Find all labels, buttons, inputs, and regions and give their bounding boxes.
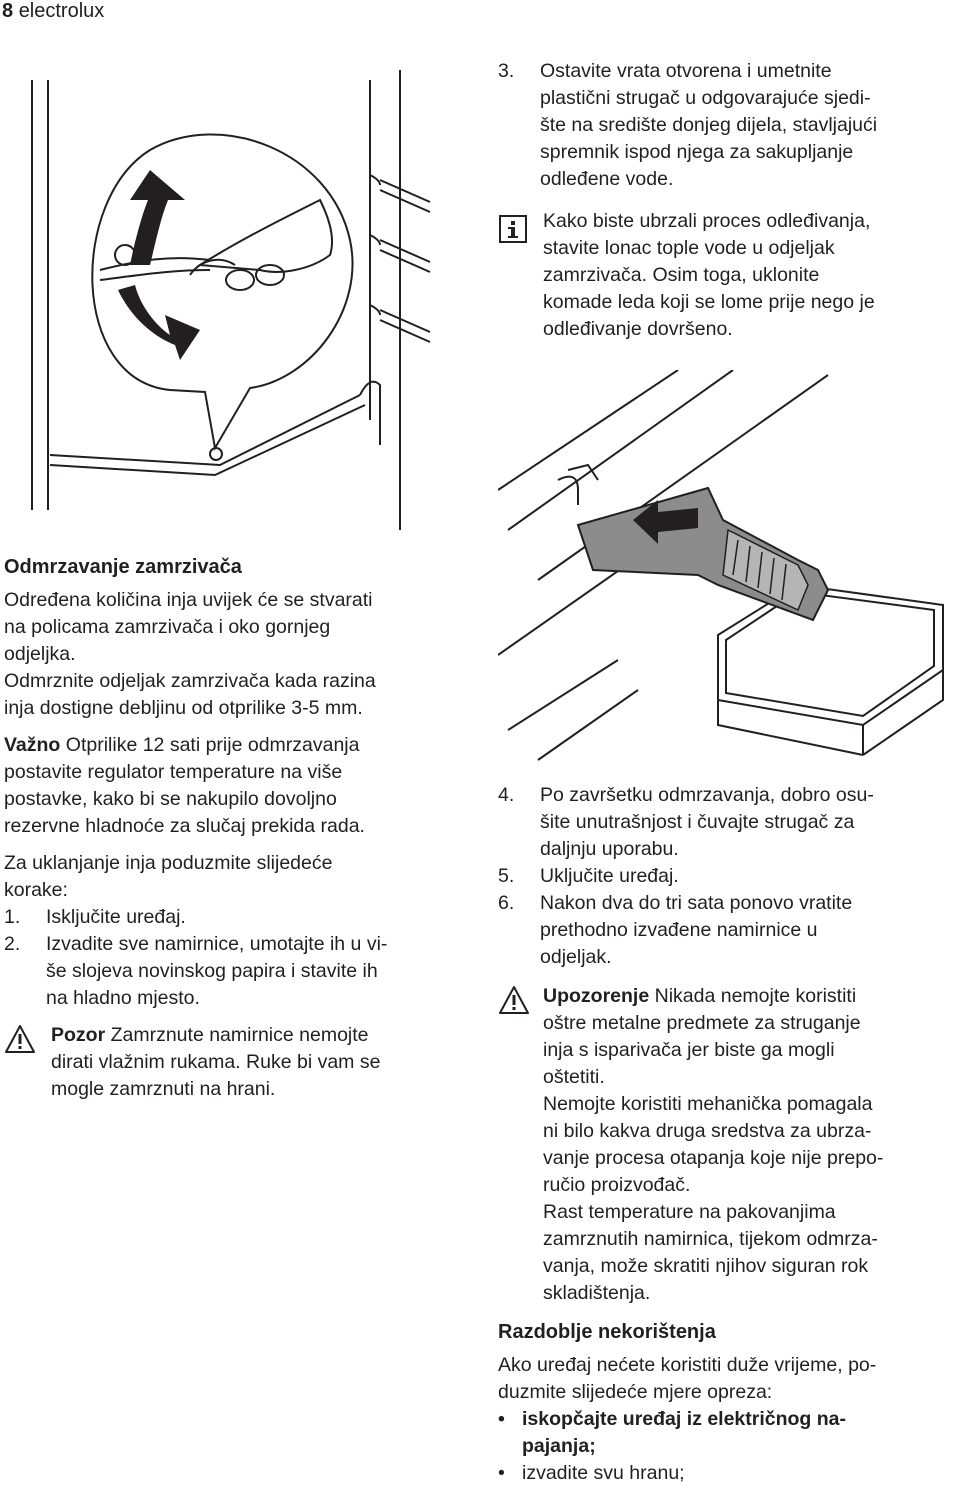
info-line: odleđivanje dovršeno. [543, 318, 733, 340]
page-number: 8 [2, 0, 14, 22]
drain-illustration [30, 70, 450, 530]
section-heading: Odmrzavanje zamrzivača [4, 556, 242, 578]
step-5: 5. Uključite uređaj. [498, 865, 679, 887]
step-3-line: šte na središte donjeg dijela, stavljaju… [540, 114, 878, 136]
warning-icon [4, 1024, 36, 1054]
step-3-line: odleđene vode. [540, 168, 674, 190]
info-note: Kako biste ubrzali proces odleđivanja, s… [498, 208, 953, 343]
warning-note: Upozorenje Nikada nemojte koristiti oštr… [498, 983, 958, 1307]
steps-intro: Za uklanjanje inja poduzmite slijedeće k… [4, 852, 333, 901]
caution-label: Pozor [51, 1024, 106, 1046]
info-line: zamrzivača. Osim toga, uklonite [543, 264, 820, 286]
step-2: 2. Izvadite sve namirnice, umotajte ih u… [4, 933, 388, 1009]
section-heading-storage: Razdoblje nekorištenja [498, 1321, 716, 1343]
step-3-number: 3. [498, 60, 515, 82]
scraper-illustration [498, 370, 948, 770]
step-1: 1. Isključite uređaj. [4, 906, 186, 928]
step-3-line: Ostavite vrata otvorena i umetnite [540, 60, 832, 82]
step-3-line: spremnik ispod njega za sakupljanje [540, 141, 854, 163]
info-icon [498, 214, 528, 244]
step-3-line: plastični strugač u odgovarajuće sjedi- [540, 87, 871, 109]
step-6: 6. Nakon dva do tri sata ponovo vratite … [498, 892, 853, 968]
bullet-item: • izvadite svu hranu; [498, 1460, 958, 1487]
paragraph-1: Određena količina inja uvijek će se stva… [4, 589, 373, 665]
left-column: Odmrzavanje zamrzivača Određena količina… [4, 554, 474, 1103]
paragraph-2: Odmrznite odjeljak zamrzivača kada razin… [4, 670, 376, 719]
caution-note: Pozor Zamrznute namirnice nemojte dirati… [4, 1022, 474, 1103]
bullet-marker: • [498, 1408, 505, 1430]
info-line: stavite lonac tople vode u odjeljak [543, 237, 835, 259]
step-3: 3. Ostavite vrata otvorena i umetnite pl… [498, 58, 953, 193]
right-column-bottom: 4. Po završetku odmrzavanja, dobro osu- … [498, 782, 958, 1487]
info-line: komade leda koji se lome prije nego je [543, 291, 875, 313]
storage-paragraph: Ako uređaj nećete koristiti duže vrijeme… [498, 1354, 877, 1403]
important-label: Važno [4, 734, 61, 756]
page-header: 8 electrolux [2, 0, 104, 25]
important-note: Važno Otprilike 12 sati prije odmrzavanj… [4, 734, 365, 837]
info-line: Kako biste ubrzali proces odleđivanja, [543, 210, 871, 232]
step-4: 4. Po završetku odmrzavanja, dobro osu- … [498, 784, 874, 860]
brand-name: electrolux [18, 0, 105, 22]
warning-label: Upozorenje [543, 985, 650, 1007]
warning-icon [498, 985, 530, 1015]
bullet-marker: • [498, 1462, 505, 1484]
bullet-item: • iskopčajte uređaj iz električnog na- p… [498, 1408, 847, 1457]
